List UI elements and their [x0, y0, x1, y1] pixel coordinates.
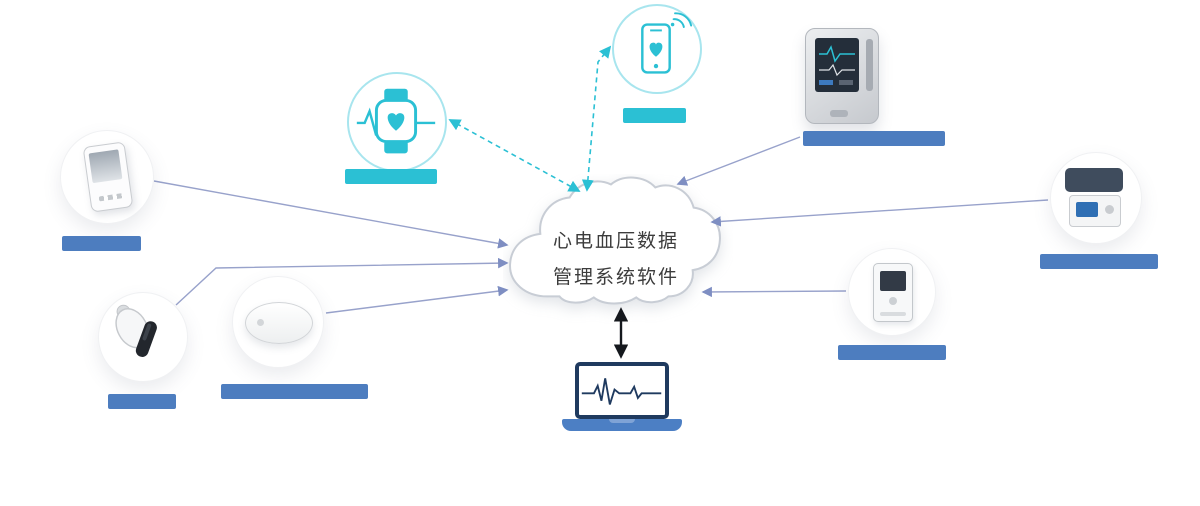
wire-ear-device-cloud	[175, 257, 509, 306]
patient-monitor-photo	[805, 28, 879, 124]
patch-device-label	[221, 384, 368, 399]
wire-bp-monitor-cloud	[710, 199, 1049, 227]
holter-recorder-label	[838, 345, 946, 360]
holter-slot	[880, 312, 906, 316]
smartwatch-heart-icon	[356, 88, 436, 154]
handheld-monitor-buttons	[98, 193, 124, 202]
holter-recorder-node	[848, 248, 936, 336]
laptop-workstation-node	[560, 362, 684, 431]
ear-device-label	[108, 394, 176, 409]
handheld-monitor-label	[62, 236, 141, 251]
cloud-title-line1: 心电血压数据	[553, 231, 680, 252]
wire-cloud-smartphone	[581, 45, 612, 192]
smartphone-app-icon	[641, 12, 693, 74]
bp-monitor-node	[1050, 152, 1142, 244]
cloud-outline	[509, 176, 721, 305]
cloud-shape: 心电血压数据 管理系统软件	[503, 174, 733, 324]
monitor-trace-icon	[819, 45, 855, 85]
smartphone-label	[623, 108, 686, 123]
patch-device-photo	[245, 302, 313, 344]
bp-monitor-button	[1105, 205, 1114, 214]
holter-button	[889, 297, 897, 305]
patch-device-node	[232, 276, 324, 368]
laptop-notch	[609, 419, 635, 423]
patient-monitor-button	[830, 110, 848, 117]
ear-device-node	[98, 292, 188, 382]
wire-handheld-cloud	[153, 180, 509, 249]
patient-monitor-screen	[815, 38, 859, 92]
patient-monitor-label	[803, 131, 945, 146]
patient-monitor-node	[797, 28, 887, 128]
bp-monitor-label	[1040, 254, 1158, 269]
patch-device-button	[257, 319, 264, 326]
bp-monitor-photo	[1069, 195, 1121, 227]
holter-recorder-photo	[873, 263, 913, 322]
handheld-monitor-screen	[88, 149, 123, 184]
handheld-monitor-node	[60, 130, 154, 224]
laptop-screen	[575, 362, 669, 419]
holter-screen	[880, 271, 906, 291]
smartwatch-node	[347, 72, 447, 172]
ecg-waveform-icon	[581, 378, 662, 405]
wire-patch-cloud	[325, 285, 509, 314]
cloud-title-line2: 管理系统软件	[553, 267, 680, 288]
laptop-base	[562, 419, 682, 431]
ear-device-photo	[115, 304, 157, 357]
bp-cuff-photo	[1065, 168, 1123, 192]
smartwatch-label	[345, 169, 437, 184]
handheld-monitor-photo	[82, 141, 134, 213]
patient-monitor-side-strip	[866, 39, 873, 91]
smartphone-node	[612, 4, 702, 94]
bp-monitor-screen	[1076, 202, 1098, 217]
